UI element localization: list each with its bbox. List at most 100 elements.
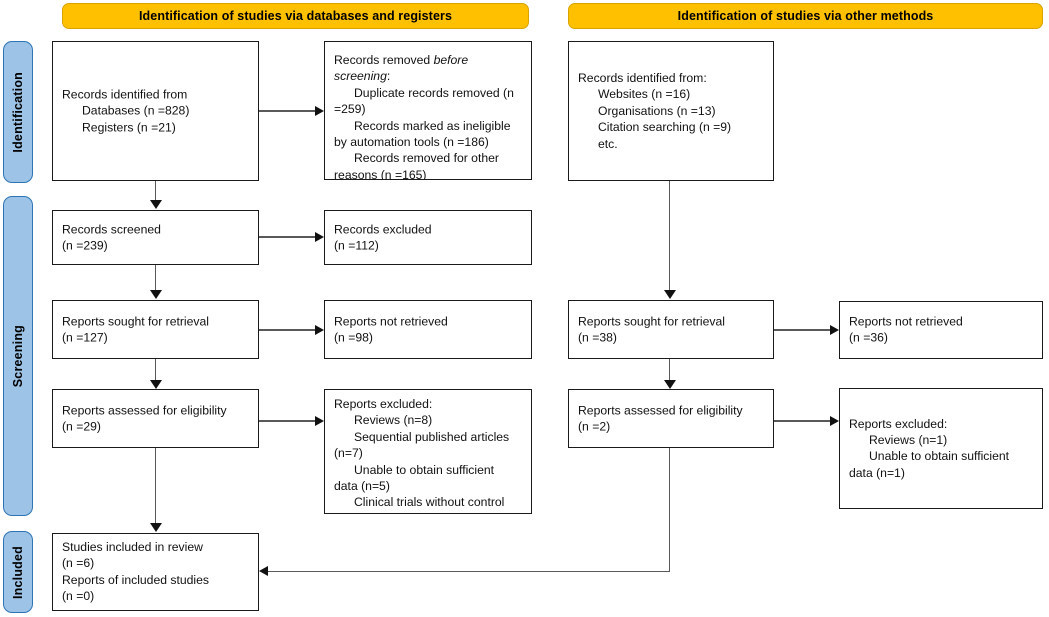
arrowhead-assessed-to-excluded-right <box>830 415 839 426</box>
records-identified-other-citation: Citation searching (n =9) <box>598 120 732 135</box>
records-removed-screening-em: screening <box>334 69 387 84</box>
rail-screening: Screening <box>3 196 33 516</box>
records-excluded-line2: (n =112) <box>334 238 379 253</box>
rail-identification-label: Identification <box>11 71 25 153</box>
reports-excluded-left-item4b: groups (n=3) <box>334 512 403 513</box>
box-reports-not-retrieved-left-text: Reports not retrieved(n =98) <box>334 313 527 346</box>
reports-excluded-left-item2: Sequential published articles <box>354 429 510 444</box>
rail-included-label: Included <box>11 545 25 599</box>
connector-assessed-to-excluded-right <box>774 420 831 422</box>
records-removed-item2: Records marked as ineligible <box>354 118 511 133</box>
reports-assessed-left-line2: (n =29) <box>62 419 101 434</box>
header-other-methods: Identification of studies via other meth… <box>568 3 1043 29</box>
connector-sought-to-notretrieved-left <box>259 329 316 331</box>
records-identified-databases: Databases (n =828) <box>82 103 190 118</box>
reports-excluded-left-item3b: data (n=5) <box>334 479 390 494</box>
reports-sought-left-line2: (n =127) <box>62 330 108 345</box>
connector-identified-other-to-sought <box>668 181 671 292</box>
reports-not-retrieved-right-line1: Reports not retrieved <box>849 314 963 329</box>
reports-excluded-left-item1: Reviews (n=8) <box>354 413 433 428</box>
reports-sought-right-line1: Reports sought for retrieval <box>578 314 725 329</box>
arrowhead-sought-to-notretrieved-left <box>315 324 324 335</box>
connector-sought-to-assessed-right <box>668 359 671 383</box>
box-records-screened-text: Records screened(n =239) <box>62 221 254 254</box>
reports-sought-right-line2: (n =38) <box>578 330 617 345</box>
rail-screening-label: Screening <box>11 324 25 388</box>
records-removed-line1: Records removed <box>334 53 434 67</box>
connector-sought-to-notretrieved-right <box>774 329 831 331</box>
reports-not-retrieved-left-line1: Reports not retrieved <box>334 314 448 329</box>
records-removed-colon: : <box>386 69 391 84</box>
arrowhead-identified-to-removed <box>315 105 324 116</box>
box-reports-not-retrieved-left: Reports not retrieved(n =98) <box>324 300 532 359</box>
box-records-screened: Records screened(n =239) <box>52 210 259 265</box>
reports-assessed-right-line1: Reports assessed for eligibility <box>578 403 743 418</box>
box-reports-excluded-right: Reports excluded: Reviews (n=1)Unable to … <box>839 388 1043 509</box>
records-removed-item3: Records removed for other <box>354 151 499 166</box>
box-reports-sought-left: Reports sought for retrieval(n =127) <box>52 300 259 359</box>
records-removed-item1b: =259) <box>334 102 366 117</box>
box-reports-not-retrieved-right-text: Reports not retrieved(n =36) <box>849 314 1038 347</box>
arrowhead-elbow-to-included <box>259 566 268 576</box>
records-identified-other-etc: etc. <box>598 136 618 151</box>
box-reports-assessed-left-text: Reports assessed for eligibility(n =29) <box>62 402 254 435</box>
connector-elbow-vertical-to-included <box>668 448 671 572</box>
box-records-excluded: Records excluded(n =112) <box>324 210 532 265</box>
records-identified-line1: Records identified from <box>62 87 188 102</box>
box-reports-assessed-right: Reports assessed for eligibility(n =2) <box>568 389 774 448</box>
arrowhead-screened-to-excluded <box>315 231 324 242</box>
box-reports-excluded-right-text: Reports excluded: Reviews (n=1)Unable to … <box>849 416 1038 482</box>
records-removed-item1: Duplicate records removed (n <box>354 85 514 100</box>
studies-included-line2: (n =6) <box>62 556 95 571</box>
connector-screened-to-sought <box>154 265 157 292</box>
box-reports-excluded-left-text: Reports excluded:Reviews (n=8)Sequential… <box>334 396 527 513</box>
reports-excluded-left-item2b: (n=7) <box>334 446 363 461</box>
header-databases-and-registers: Identification of studies via databases … <box>62 3 529 29</box>
reports-excluded-right-item1: Reviews (n=1) <box>869 433 948 448</box>
reports-excluded-left-item3: Unable to obtain sufficient <box>354 462 495 477</box>
records-removed-before-em: before <box>433 53 469 67</box>
box-records-excluded-text: Records excluded(n =112) <box>334 221 527 254</box>
records-identified-registers: Registers (n =21) <box>82 120 176 135</box>
connector-screened-to-excluded <box>259 236 316 238</box>
arrowhead-identified-other-to-sought <box>663 290 676 299</box>
box-reports-sought-left-text: Reports sought for retrieval(n =127) <box>62 313 254 346</box>
records-identified-other-websites: Websites (n =16) <box>598 87 691 102</box>
arrowhead-assessed-to-excluded-left <box>315 415 324 426</box>
reports-excluded-right-line1: Reports excluded: <box>849 416 948 431</box>
box-reports-sought-right: Reports sought for retrieval(n =38) <box>568 300 774 359</box>
box-reports-sought-right-text: Reports sought for retrieval(n =38) <box>578 313 769 346</box>
header-databases-label: Identification of studies via databases … <box>138 9 453 23</box>
reports-excluded-right-item2b: data (n=1) <box>849 465 905 480</box>
box-records-removed-before-screening: Records removed before screening:Duplicat… <box>324 41 532 180</box>
rail-identification: Identification <box>3 41 33 183</box>
arrowhead-sought-to-assessed-right <box>663 380 676 389</box>
records-identified-other-line1: Records identified from: <box>578 70 707 85</box>
reports-sought-left-line1: Reports sought for retrieval <box>62 314 209 329</box>
records-removed-item2b: by automation tools (n =186) <box>334 135 489 150</box>
box-reports-assessed-right-text: Reports assessed for eligibility(n =2) <box>578 402 769 435</box>
arrowhead-sought-to-assessed-left <box>149 380 162 389</box>
records-excluded-line1: Records excluded <box>334 222 432 237</box>
box-records-removed-text: Records removed before screening:Duplicat… <box>334 52 527 180</box>
records-screened-line2: (n =239) <box>62 238 108 253</box>
reports-not-retrieved-left-line2: (n =98) <box>334 330 373 345</box>
studies-included-line1: Studies included in review <box>62 540 203 555</box>
connector-elbow-horizontal-to-included <box>268 570 670 573</box>
arrowhead-assessed-to-included <box>149 523 162 532</box>
header-other-methods-label: Identification of studies via other meth… <box>677 9 934 23</box>
arrowhead-screened-to-sought <box>149 290 162 299</box>
box-reports-assessed-left: Reports assessed for eligibility(n =29) <box>52 389 259 448</box>
arrowhead-identified-to-screened <box>149 200 162 209</box>
rail-included: Included <box>3 531 33 613</box>
box-reports-not-retrieved-right: Reports not retrieved(n =36) <box>839 301 1043 359</box>
box-records-identified-other-text: Records identified from: Websites (n =16)… <box>578 70 769 152</box>
arrowhead-sought-to-notretrieved-right <box>830 324 839 335</box>
records-removed-item3b: reasons (n =165) <box>334 167 427 180</box>
reports-excluded-right-item2: Unable to obtain sufficient <box>869 449 1010 464</box>
records-identified-other-organisations: Organisations (n =13) <box>598 103 716 118</box>
records-screened-line1: Records screened <box>62 222 161 237</box>
